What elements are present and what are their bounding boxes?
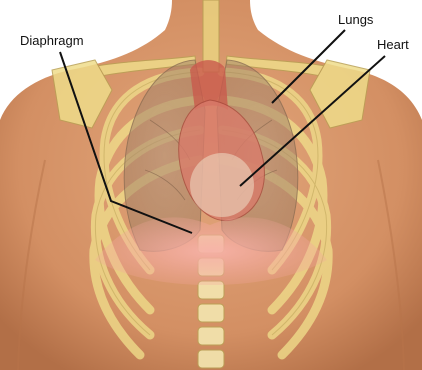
label-lungs: Lungs bbox=[338, 13, 373, 26]
label-heart: Heart bbox=[377, 38, 409, 51]
label-diaphragm: Diaphragm bbox=[20, 34, 84, 47]
